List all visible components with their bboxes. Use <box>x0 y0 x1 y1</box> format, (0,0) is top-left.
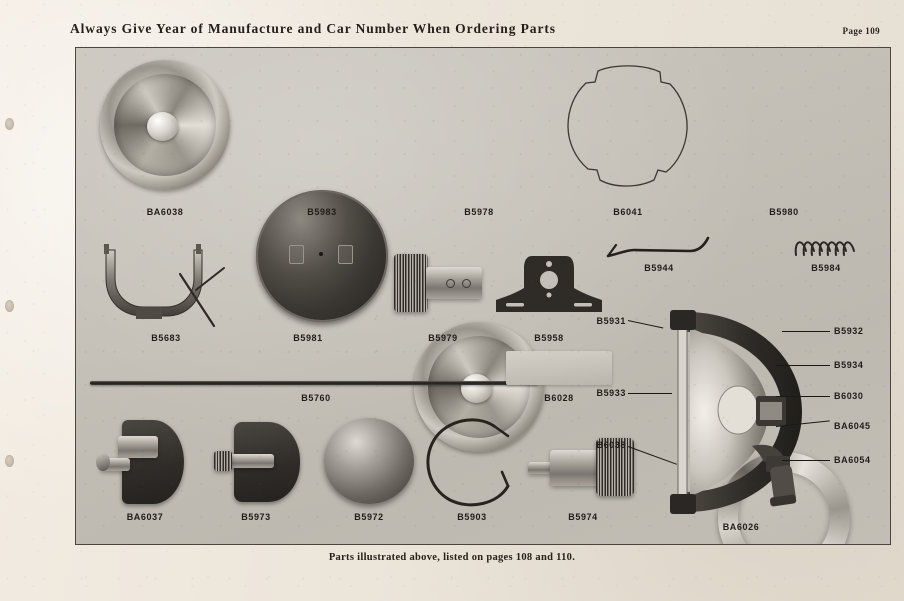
part-label-B5973: B5973 <box>241 512 271 522</box>
part-image-B5903 <box>424 414 520 508</box>
snap-ring-icon <box>426 418 510 507</box>
knurled-collar-icon <box>214 451 232 471</box>
part-image-B5683 <box>96 244 236 334</box>
part-image-B5983 <box>256 190 388 322</box>
part-image-B5760 <box>90 381 538 385</box>
callout-label-B5931: B5931 <box>596 316 626 326</box>
callout-label-BA6045: BA6045 <box>834 421 871 431</box>
part-label-B5983: B5983 <box>307 207 337 217</box>
part-image-B6041 <box>562 62 694 190</box>
part-image-B5974 <box>528 436 638 498</box>
bulb-icon <box>146 112 178 141</box>
binder-hole <box>5 300 14 312</box>
lamp-body-shell-icon <box>289 245 304 264</box>
u-bracket-icon <box>104 244 225 328</box>
knurled-switch-icon <box>394 254 428 312</box>
part-image-BA6038 <box>100 60 230 190</box>
parts-photo-plate: BA6038 B5983 B5978 B6041 B5980 <box>75 47 891 545</box>
part-label-B5981: B5981 <box>293 333 323 343</box>
part-label-BA6038: BA6038 <box>146 207 184 217</box>
callout-line-B5934 <box>776 365 830 366</box>
knurled-switch-icon <box>596 438 634 496</box>
part-label-B5903: B5903 <box>457 512 487 522</box>
part-image-B5973 <box>208 422 304 502</box>
callout-line-B5933 <box>628 393 672 394</box>
binder-hole <box>5 455 14 467</box>
mounting-bracket-icon <box>496 256 602 312</box>
page-header-title: Always Give Year of Manufacture and Car … <box>70 21 556 36</box>
switch-barrel-icon <box>550 450 602 486</box>
part-label-BA6037: BA6037 <box>126 512 164 522</box>
part-label-B5978: B5978 <box>464 207 494 217</box>
switch-plate-icon <box>118 436 158 458</box>
part-label-B6041: B6041 <box>613 207 643 217</box>
callout-line-B5932 <box>782 331 830 332</box>
gasket-outline-icon <box>567 65 688 187</box>
callout-label-BA6054: BA6054 <box>834 455 871 465</box>
callout-label-B6030: B6030 <box>834 391 864 401</box>
headlamp-cutaway-assembly-icon <box>670 310 802 514</box>
part-label-B5683: B5683 <box>151 333 181 343</box>
binder-hole <box>5 118 14 130</box>
switch-assembly-icon <box>122 420 184 504</box>
callout-label-B6038: B6038 <box>596 440 626 450</box>
part-image-B5979 <box>394 254 492 312</box>
wire-clip-icon <box>606 236 710 258</box>
part-image-B6028 <box>506 351 612 385</box>
part-image-BA6026 <box>656 306 826 518</box>
bulb-icon <box>460 374 492 403</box>
part-image-B5958 <box>494 254 604 316</box>
part-label-B5974: B5974 <box>568 512 598 522</box>
part-label-B5984: B5984 <box>811 263 841 273</box>
part-image-B5972 <box>324 418 414 504</box>
callout-label-B5934: B5934 <box>834 360 864 370</box>
terminal-icon <box>446 279 455 288</box>
part-label-B5979: B5979 <box>428 333 458 343</box>
part-image-B5984 <box>788 233 864 259</box>
page-footer-caption: Parts illustrated above, listed on pages… <box>328 552 576 563</box>
switch-shaft-icon <box>230 454 274 468</box>
part-label-B6028: B6028 <box>544 393 574 403</box>
switch-knob-icon <box>96 453 110 471</box>
part-label-B5972: B5972 <box>354 512 384 522</box>
page-number: Page 109 <box>842 26 880 36</box>
part-image-BA6037 <box>96 420 194 504</box>
callout-line-B6030 <box>776 396 830 397</box>
callout-label-B5932: B5932 <box>834 326 864 336</box>
callout-label-B5933: B5933 <box>596 388 626 398</box>
callout-line-BA6054 <box>782 460 830 461</box>
part-label-B5958: B5958 <box>534 333 564 343</box>
part-label-B5944: B5944 <box>644 263 674 273</box>
part-label-B5980: B5980 <box>769 207 799 217</box>
switch-shaft-icon <box>528 462 554 474</box>
coil-spring-icon <box>794 241 855 256</box>
part-label-B5760: B5760 <box>301 393 331 403</box>
lamp-body-slot-icon <box>338 245 353 264</box>
terminal-icon <box>462 279 471 288</box>
part-image-B5944 <box>604 234 714 262</box>
lamp-body-hole-icon <box>319 252 323 256</box>
part-label-BA6026: BA6026 <box>722 522 760 532</box>
